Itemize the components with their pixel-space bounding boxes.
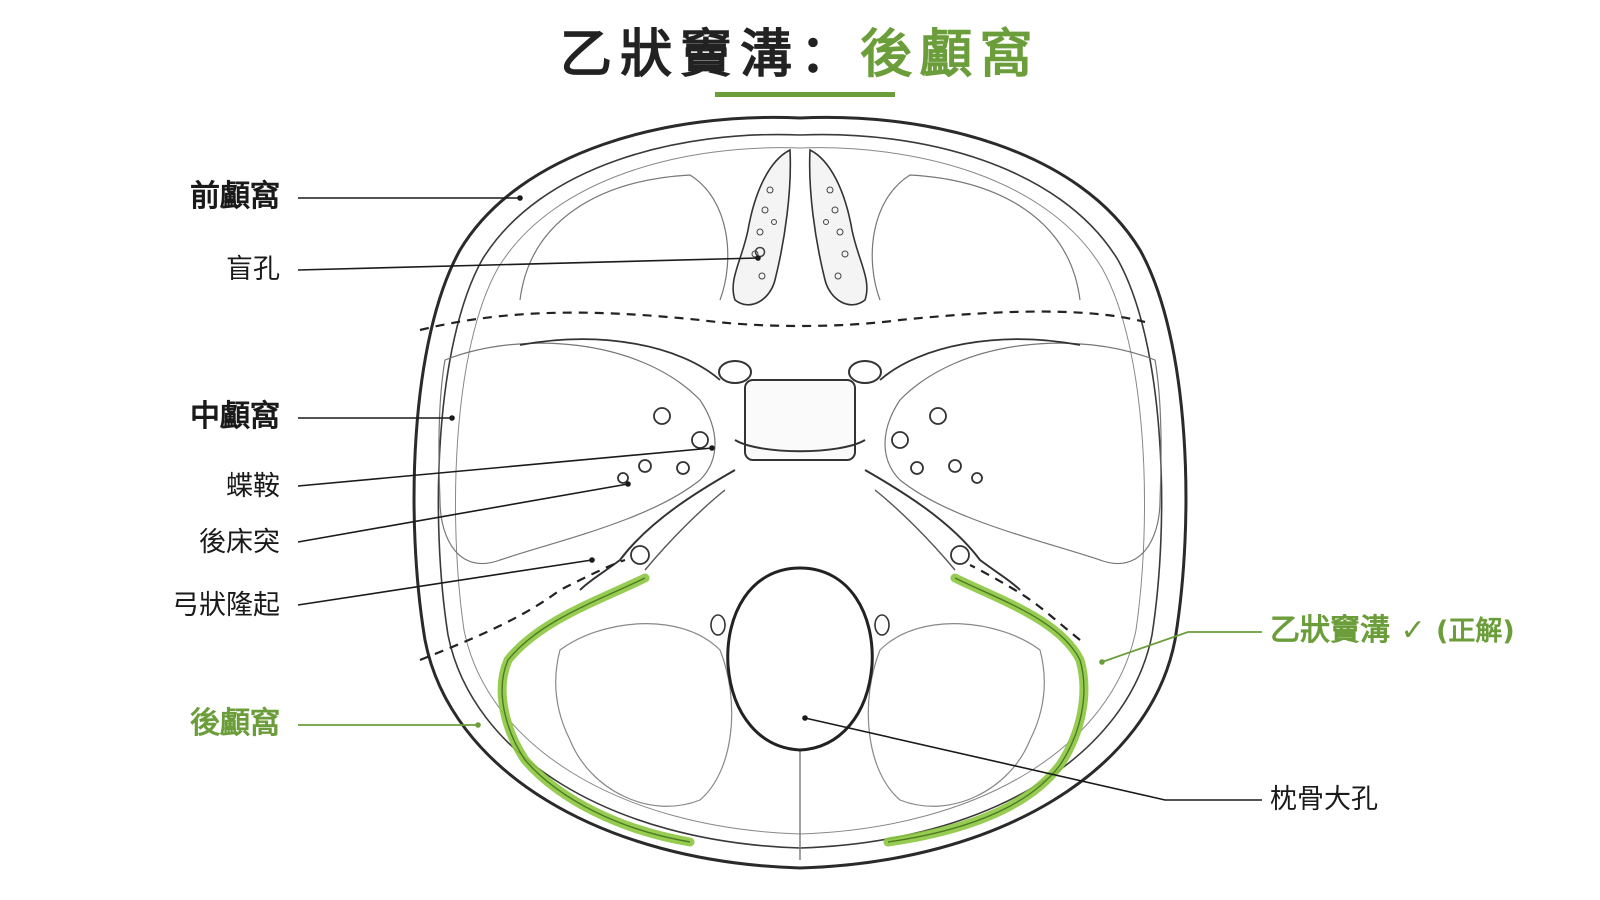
right-middle-fossa <box>884 342 1162 565</box>
check-icon: ✓ <box>1400 613 1426 648</box>
label-correct-note: (正解) <box>1436 616 1515 647</box>
foramen-magnum <box>726 566 874 752</box>
left-petrous-lower <box>644 489 726 571</box>
leader-sella <box>297 447 713 487</box>
left-cribriform-plate <box>732 148 792 306</box>
right-cerebellar-fossa <box>867 623 1045 807</box>
sella-turcica <box>744 379 856 461</box>
label-posterior-fossa: 後顱窩 <box>190 706 280 741</box>
title-accent: 後顱窩 <box>860 25 1041 85</box>
right-internal-acoustic-meatus <box>950 545 970 565</box>
leader-arcuate-eminence <box>297 559 593 606</box>
cribriform-foramina <box>751 186 849 280</box>
skull-outer-outline <box>412 115 1188 870</box>
middle-fossa-foramina <box>617 407 983 484</box>
leader-sigmoid-sinus <box>1101 631 1262 663</box>
right-anterior-clinoid <box>848 360 882 384</box>
title-main: 乙狀竇溝： <box>559 25 860 85</box>
right-petrous-lower <box>874 489 956 571</box>
right-petrous-ridge <box>864 469 1021 591</box>
label-foramen-magnum: 枕骨大孔 <box>1270 784 1378 815</box>
left-middle-fossa <box>438 342 716 565</box>
leader-dots-green <box>475 659 1105 728</box>
left-anterior-clinoid <box>718 360 752 384</box>
left-sphenoid-wing <box>519 338 721 381</box>
title-underline <box>715 92 895 97</box>
right-cribriform-plate <box>808 148 868 306</box>
left-jugular-foramen <box>710 614 726 636</box>
left-internal-acoustic-meatus <box>630 545 650 565</box>
page-title: 乙狀竇溝：後顱窩 <box>0 12 1600 87</box>
left-cerebellar-fossa <box>555 623 733 807</box>
leader-dots <box>449 195 808 721</box>
right-sigmoid-sulcus-edge <box>887 577 1085 843</box>
label-posterior-clinoid: 後床突 <box>199 527 280 558</box>
leader-foramen-cecum <box>297 257 759 271</box>
left-sigmoid-sulcus-edge <box>501 577 691 843</box>
label-sella: 蝶鞍 <box>226 471 280 502</box>
dorsum-sellae <box>734 439 866 453</box>
leader-foramen-magnum <box>804 717 1262 801</box>
left-middle-posterior-boundary <box>419 558 626 662</box>
label-arcuate-eminence: 弓狀隆起 <box>172 590 280 621</box>
leader-posterior-clinoid <box>297 483 629 543</box>
leader-lines <box>297 197 1262 801</box>
label-foramen-cecum: 盲孔 <box>226 254 280 285</box>
leader-lines-green <box>298 631 1262 726</box>
right-jugular-foramen <box>874 614 890 636</box>
left-orbital-roof <box>519 174 729 301</box>
right-orbital-roof <box>871 174 1081 301</box>
label-anterior-fossa: 前顱窩 <box>190 179 280 214</box>
anterior-middle-boundary <box>419 310 1146 332</box>
left-petrous-ridge <box>579 469 736 591</box>
label-sigmoid-sinus-group: 乙狀竇溝 ✓ (正解) <box>1270 614 1515 649</box>
right-sphenoid-wing <box>879 338 1081 381</box>
label-sigmoid-sinus: 乙狀竇溝 <box>1270 613 1390 648</box>
label-middle-fossa: 中顱窩 <box>190 399 280 434</box>
right-middle-posterior-boundary <box>969 564 1081 641</box>
